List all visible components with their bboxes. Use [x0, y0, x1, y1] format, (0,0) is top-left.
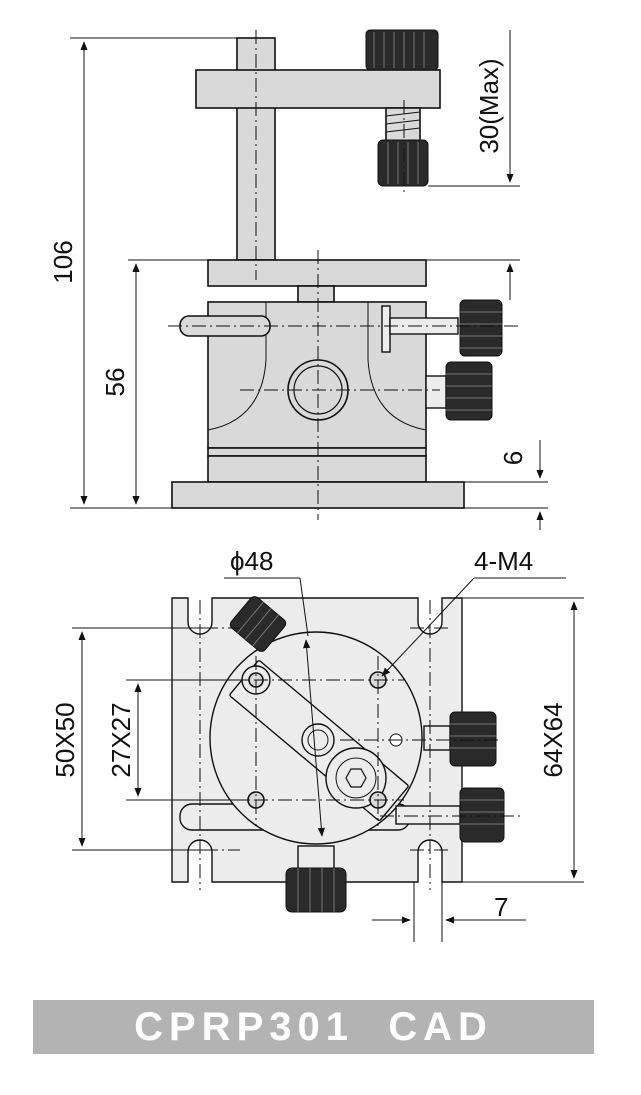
knob-neck-lower — [425, 375, 447, 409]
dim-overall-height: 106 — [48, 240, 78, 283]
hex-socket — [345, 768, 367, 788]
screw-tip-knob — [377, 139, 429, 187]
body-curve-left — [207, 302, 267, 431]
dim-travel: 30(Max) — [474, 58, 504, 153]
dim-body-height: 56 — [100, 368, 130, 397]
adjust-rod — [389, 317, 459, 335]
right-knob-lower-rod — [395, 805, 461, 825]
right-knob-lower — [459, 787, 505, 843]
body-curve-right — [367, 302, 427, 431]
clamp-arm — [195, 69, 441, 109]
side-knob-upper — [459, 299, 503, 357]
dim-diameter: ϕ48 — [230, 546, 273, 576]
dim-base-size: 64X64 — [538, 702, 568, 777]
top-plate — [207, 259, 427, 287]
side-view: 106 56 30(Max) 6 — [48, 29, 548, 530]
bottom-knob — [285, 867, 347, 913]
dim-slot-offset: 7 — [494, 892, 508, 922]
center-bore — [301, 723, 335, 757]
diagonal-knob — [229, 596, 287, 652]
side-knob-lower — [445, 361, 493, 421]
rod-collar — [381, 305, 391, 353]
title-bar: CPRP301 CAD — [33, 1000, 594, 1054]
top-view: ϕ48 4-M4 50X50 27X27 64X64 7 — [50, 546, 584, 942]
dim-mounting-holes: 4-M4 — [474, 546, 533, 576]
cad-drawing: 106 56 30(Max) 6 — [48, 29, 584, 942]
drawing-title: CPRP301 CAD — [134, 1005, 493, 1049]
dim-hole-pitch: 27X27 — [106, 702, 136, 777]
right-knob-upper — [449, 711, 497, 767]
right-knob-upper-neck — [423, 725, 451, 751]
body-flange — [207, 447, 427, 457]
top-knurled-knob — [365, 29, 439, 71]
socket-boss — [325, 747, 387, 809]
shaft-boss — [297, 285, 335, 303]
dim-base-thickness: 6 — [498, 451, 528, 465]
dim-table-size: 50X50 — [50, 702, 80, 777]
lower-plate — [207, 455, 427, 483]
